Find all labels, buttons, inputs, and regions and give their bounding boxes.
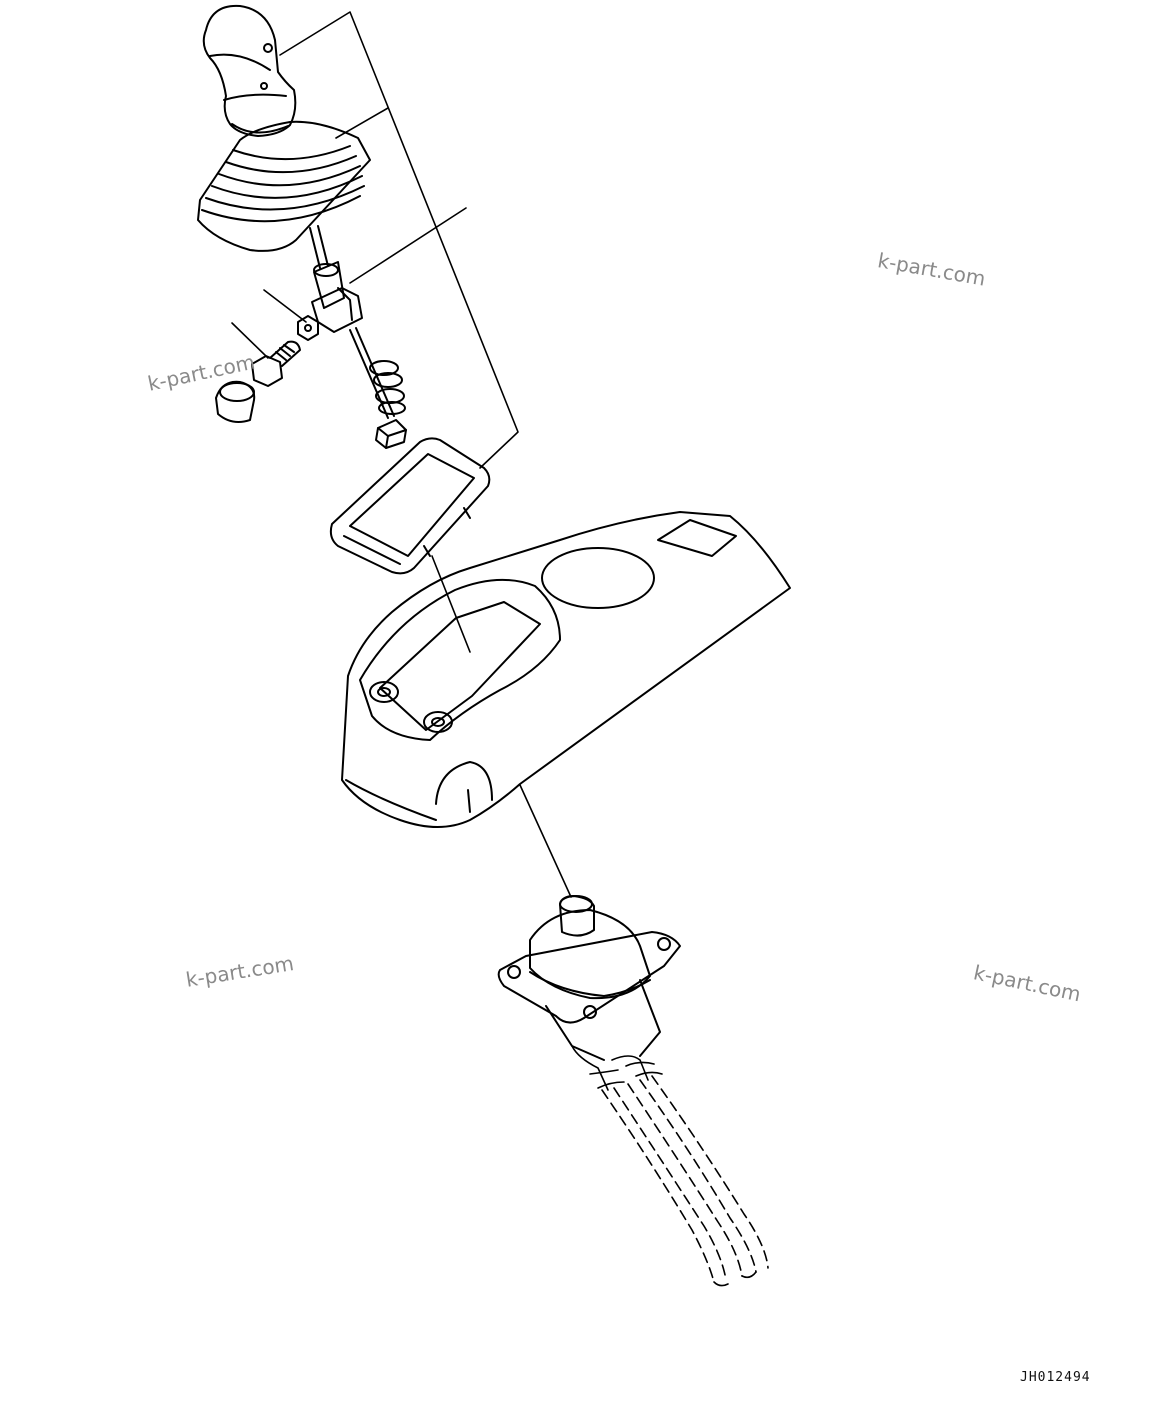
grommet-icon bbox=[215, 380, 256, 423]
cover-frame-icon bbox=[329, 437, 491, 575]
lever-knob-icon bbox=[202, 4, 297, 137]
lever-shaft-icon bbox=[309, 225, 329, 269]
console-housing-icon bbox=[341, 511, 791, 828]
bracket-icon bbox=[311, 261, 363, 333]
spring-clip-icon bbox=[349, 327, 406, 419]
hose-bundle-icon bbox=[571, 1045, 769, 1287]
drawing-code: JH012494 bbox=[1020, 1370, 1091, 1385]
rubber-boot-icon bbox=[197, 120, 371, 252]
leader-lines bbox=[231, 11, 572, 898]
connector-icon bbox=[375, 419, 407, 449]
nut-icon bbox=[297, 315, 319, 341]
pilot-valve-icon bbox=[497, 895, 681, 1061]
bolt-icon bbox=[251, 340, 301, 387]
